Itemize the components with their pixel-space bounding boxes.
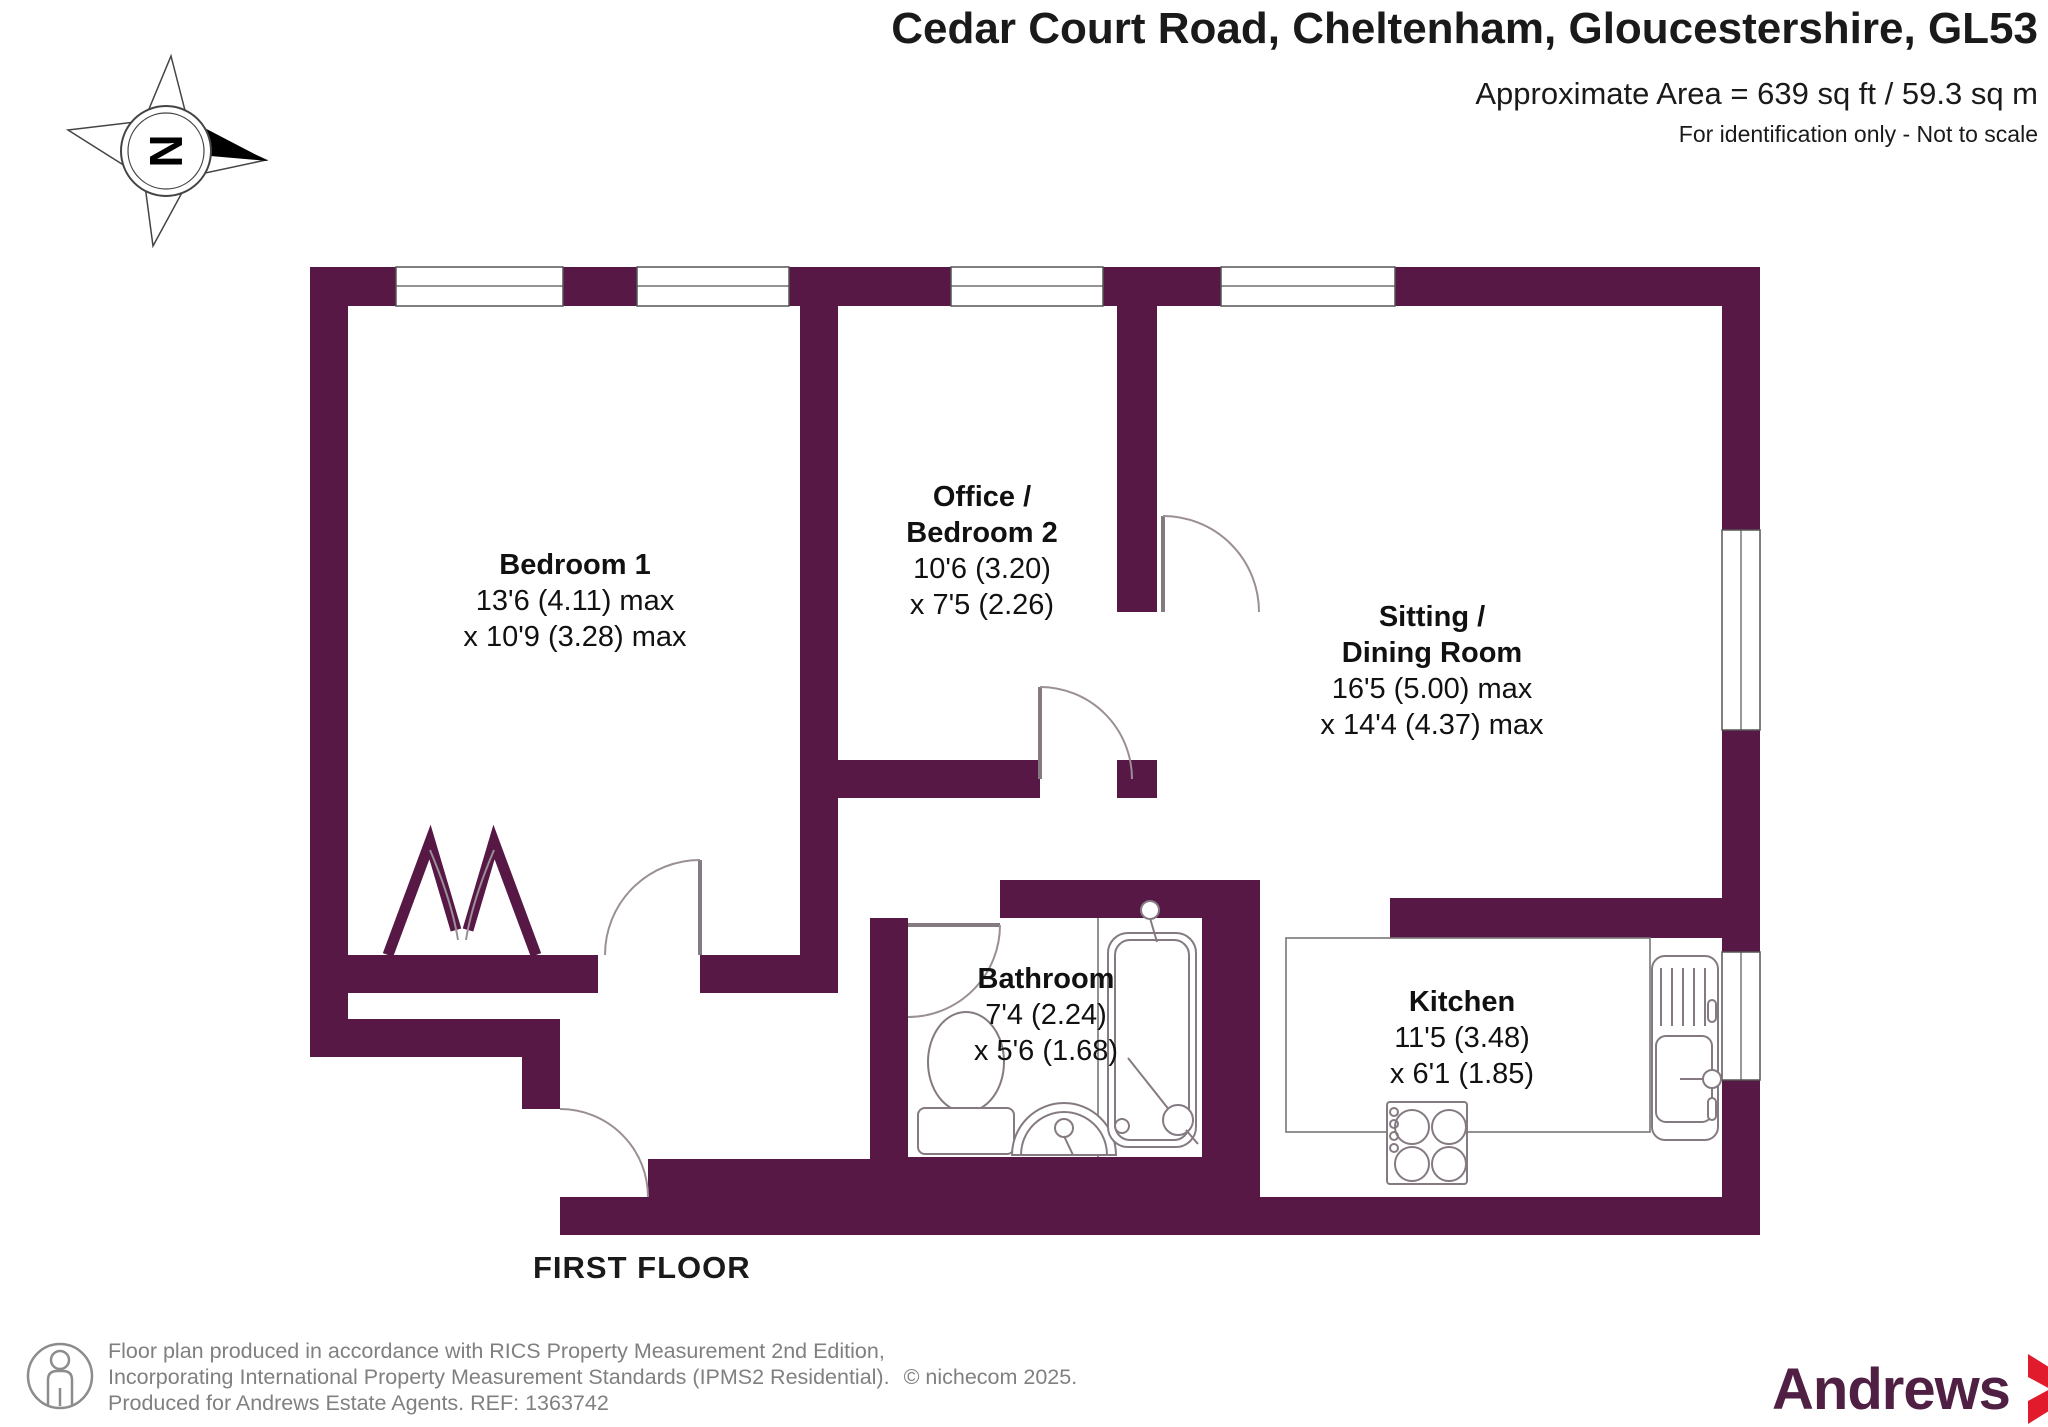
footer-disclaimer: Floor plan produced in accordance with R… [108, 1338, 1077, 1417]
andrews-wordmark: Andrews [1772, 1356, 2011, 1422]
wall-bathroom-north [1000, 880, 1202, 918]
andrews-logo: Andrews [1772, 1352, 2048, 1426]
person-badge-icon [26, 1342, 94, 1410]
window [1721, 529, 1761, 731]
wall-bottom [560, 1197, 1760, 1235]
bathroom-door-arc [907, 924, 1001, 1018]
wall-sitting-west-stub [1117, 760, 1157, 798]
wall-office-south [838, 760, 1040, 798]
window [1721, 951, 1761, 1081]
bathtub [1107, 900, 1199, 1148]
room-label-sitting: Sitting / Dining Room 16'5 (5.00) max x … [1320, 601, 1544, 741]
footer-line3: Produced for Andrews Estate Agents. REF:… [108, 1391, 609, 1416]
copyright: © nichecom 2025. [903, 1365, 1078, 1390]
wall-bottom-left [310, 1019, 560, 1057]
wall-bathroom-south [870, 1157, 1260, 1199]
windows [395, 266, 1761, 1081]
identification-note: For identification only - Not to scale [1678, 121, 2038, 147]
wardrobe-doors [382, 824, 542, 957]
wall-bathroom-kitchen [1202, 880, 1260, 1197]
room-label-kitchen: Kitchen 11'5 (3.48) x 6'1 (1.85) [1389, 986, 1535, 1090]
bath-drain [1114, 1118, 1130, 1134]
shower-hose [1127, 1057, 1175, 1117]
bedroom1-door-arc [604, 859, 701, 956]
kitchen-fixtures [1285, 937, 1722, 1185]
compass-star: N [65, 53, 269, 249]
north-compass: N [65, 53, 269, 249]
basin [1010, 1102, 1118, 1156]
bath-tap [1140, 900, 1160, 920]
floor-label: FIRST FLOOR [533, 1250, 751, 1285]
wall-bathroom-west [870, 918, 908, 1197]
shower-head [1162, 1104, 1194, 1136]
window [1220, 266, 1396, 307]
entrance-door-arc [559, 1108, 649, 1198]
wall-kitchen-north [1390, 898, 1722, 938]
footer-line1: Floor plan produced in accordance with R… [108, 1339, 885, 1363]
kitchen-sink [1651, 955, 1722, 1141]
wall-hall-south [648, 1159, 908, 1199]
wardrobe-door-left [382, 824, 462, 957]
room-label-bathroom: Bathroom 7'4 (2.24) x 5'6 (1.68) [973, 963, 1119, 1067]
hob [1386, 1101, 1468, 1185]
office-door-arc [1039, 686, 1133, 780]
wardrobe-swing-right [465, 849, 495, 941]
room-label-bedroom1: Bedroom 1 13'6 (4.11) max x 10'9 (3.28) … [463, 549, 687, 653]
footer-line2: Incorporating International Property Mea… [108, 1365, 1078, 1390]
doors [559, 515, 1260, 1198]
page-title: Cedar Court Road, Cheltenham, Gloucester… [891, 4, 2038, 53]
andrews-chevron-icon [2027, 1354, 2048, 1424]
wall-bedroom1-south-right [700, 955, 838, 993]
wall-right [1722, 306, 1760, 1235]
window [950, 266, 1104, 307]
wall-bedroom1-east [800, 306, 838, 993]
toilet [917, 1011, 1015, 1155]
wall-entrance-stub [522, 1057, 560, 1109]
approximate-area: Approximate Area = 639 sq ft / 59.3 sq m [1475, 76, 2038, 111]
window [636, 266, 790, 307]
wardrobe-swing-left [429, 849, 459, 941]
wardrobe-door-right [462, 824, 542, 957]
wall-left [310, 306, 348, 1057]
room-label-office: Office / Bedroom 2 10'6 (3.20) x 7'5 (2.… [906, 481, 1058, 621]
compass-circle-inner [127, 112, 205, 190]
sitting-door-arc [1162, 515, 1260, 613]
wall-bedroom1-south-left [348, 955, 598, 993]
bathroom-fixtures [917, 900, 1199, 1157]
compass-n-letter: N [140, 134, 192, 167]
wall-sitting-west [1117, 306, 1157, 612]
window [395, 266, 564, 307]
